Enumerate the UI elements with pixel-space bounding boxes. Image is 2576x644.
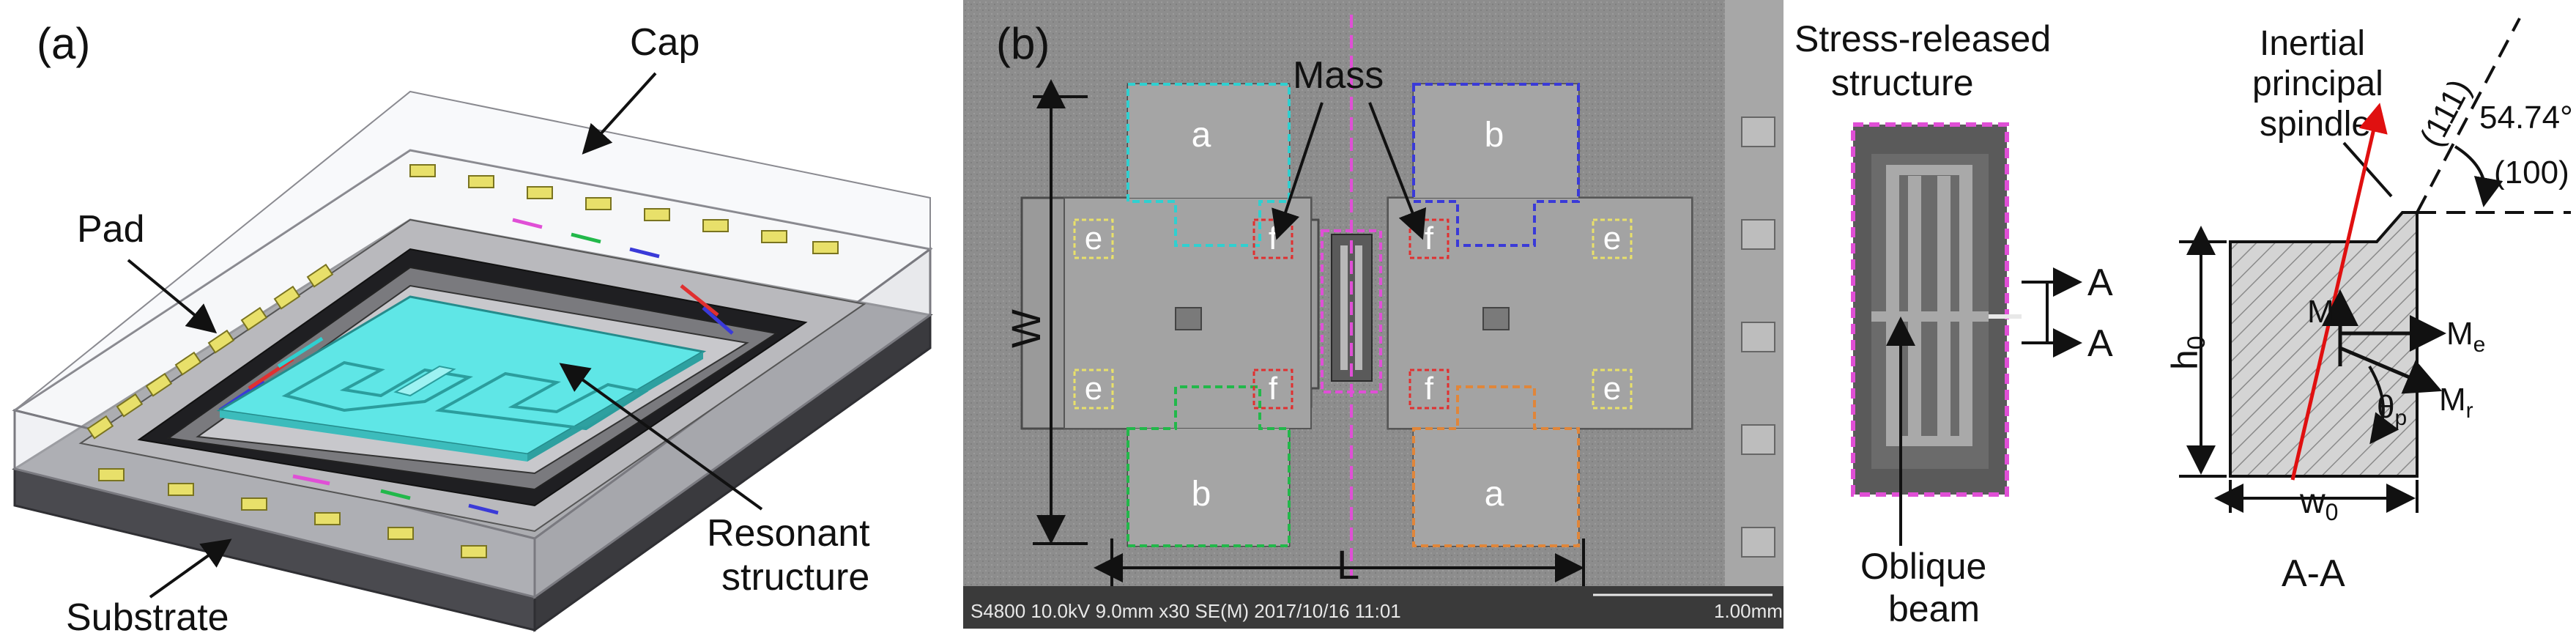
- dim-w0-label: w0: [2299, 482, 2338, 525]
- label-mr: Mr: [2439, 382, 2473, 423]
- dim-w-label: W: [1003, 309, 1049, 348]
- panel-b: a b b a e f f e e f f e (b) Mass W L S48…: [963, 0, 1783, 629]
- label-pad: Pad: [77, 208, 145, 251]
- traces: [218, 218, 734, 515]
- region-e-2: e: [1603, 221, 1621, 256]
- label-resonant-2: structure: [721, 556, 869, 599]
- mass-outlines: [1126, 15, 1580, 579]
- region-a-bottom: a: [1485, 475, 1504, 514]
- label-substrate: Substrate: [66, 596, 229, 639]
- region-f-1: f: [1269, 221, 1278, 256]
- dim-h0-label: h0: [2164, 336, 2211, 370]
- label-inertial-2: principal: [2252, 64, 2383, 103]
- region-e-3: e: [1085, 371, 1102, 407]
- arrow-pad: [127, 259, 218, 334]
- label-inertial-1: Inertial: [2260, 24, 2365, 63]
- right-resonator: [1387, 83, 1693, 547]
- label-inertial-3: spindle: [2260, 105, 2371, 144]
- label-oblique-1: Oblique: [1860, 546, 1986, 587]
- region-f-3: f: [1269, 371, 1278, 407]
- label-m: M: [2307, 294, 2334, 330]
- region-b-top: b: [1485, 116, 1504, 155]
- region-f-2: f: [1425, 221, 1434, 256]
- region-e-4: e: [1603, 371, 1621, 407]
- panel-b-tag: (b): [996, 19, 1050, 68]
- arrow-mass-right: [1368, 102, 1427, 240]
- region-a-top: a: [1192, 116, 1211, 155]
- label-resonant-1: Resonant: [707, 512, 870, 555]
- label-angle: 54.74°: [2479, 100, 2573, 136]
- detail-panel: Stress-released structure A A Oblique be…: [1794, 18, 2113, 629]
- label-cap: Cap: [630, 21, 699, 64]
- section-caption: A-A: [2282, 552, 2345, 595]
- detail-title-2: structure: [1831, 62, 1974, 103]
- detail-title-1: Stress-released: [1794, 18, 2051, 59]
- label-plane-100: (100): [2494, 155, 2569, 190]
- arrow-substrate: [149, 538, 232, 599]
- section-a-top: A: [2087, 262, 2113, 304]
- theta-arc: [2368, 365, 2399, 445]
- left-resonator: [1020, 83, 1320, 547]
- sem-scale-label: 1.00mm: [1714, 600, 1783, 622]
- section-view: Inertial principal spindle (111) 54.74° …: [2164, 18, 2573, 595]
- label-me: Me: [2446, 316, 2485, 357]
- arrow-cap: [582, 72, 657, 155]
- dim-l-label: L: [1337, 541, 1359, 588]
- label-plane-111: (111): [2413, 73, 2478, 152]
- panel-a: (a): [12, 19, 933, 639]
- bond-pads: [86, 164, 839, 558]
- label-mass: Mass: [1293, 54, 1384, 97]
- resonant-structure: [216, 295, 707, 462]
- arrow-resonant: [559, 363, 763, 511]
- label-theta: θp: [2377, 389, 2407, 430]
- sem-caption: S4800 10.0kV 9.0mm x30 SE(M) 2017/10/16 …: [970, 600, 1401, 622]
- vector-mr: [2339, 346, 2443, 394]
- section-marker: [2022, 281, 2049, 344]
- pointer-spindle: [2342, 141, 2393, 198]
- region-f-4: f: [1425, 371, 1434, 407]
- region-b-bottom: b: [1192, 475, 1211, 514]
- label-oblique-2: beam: [1888, 588, 1980, 629]
- arrow-mass-left: [1272, 102, 1324, 240]
- angle-arc: [2454, 145, 2503, 207]
- region-e-1: e: [1085, 221, 1102, 256]
- panel-a-tag: (a): [37, 19, 90, 68]
- section-a-bottom: A: [2087, 322, 2113, 365]
